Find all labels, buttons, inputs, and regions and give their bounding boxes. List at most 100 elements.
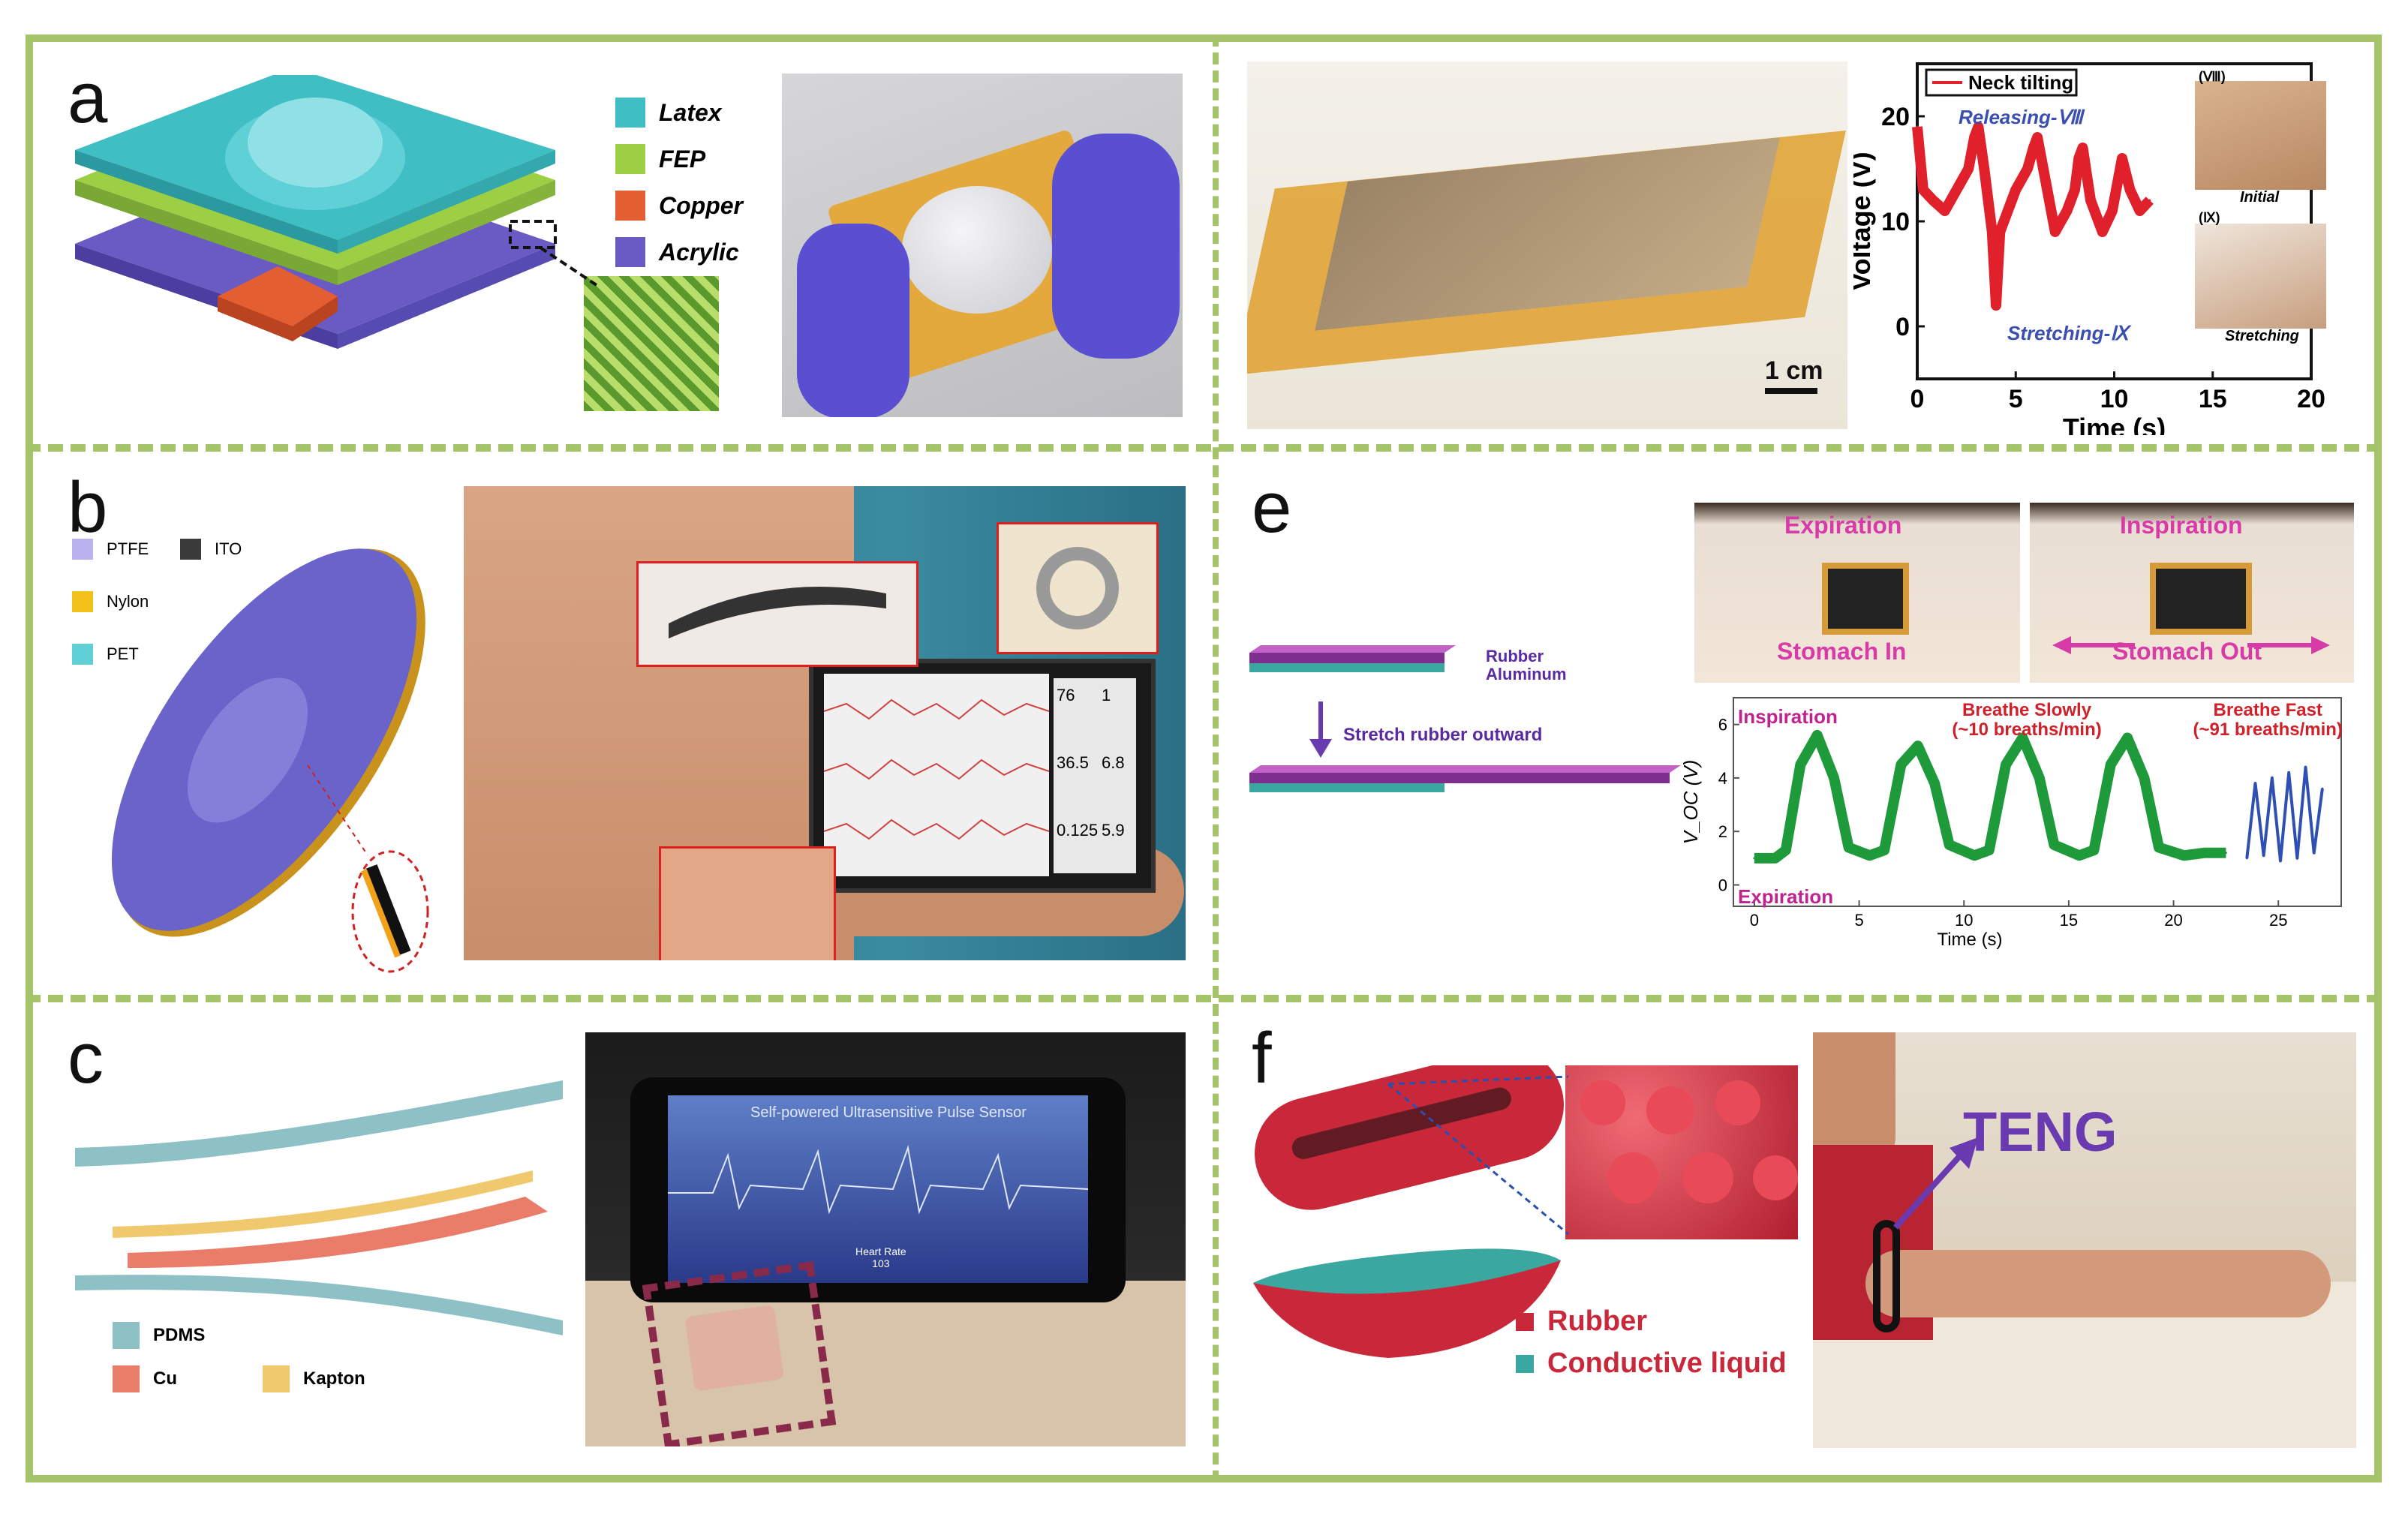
panel-f-label: f [1252, 1018, 1272, 1098]
panel-e-photo-expiration: Expiration Stomach In [1694, 503, 2020, 683]
data-point [2109, 763, 2112, 766]
data-point [2321, 787, 2324, 790]
data-point [1956, 188, 1958, 191]
x-tick-label: 15 [2199, 385, 2227, 413]
data-point [2262, 854, 2265, 857]
legend-label: Conductive liquid [1547, 1347, 1787, 1379]
legend-swatch [72, 591, 93, 612]
sensor-patch [1822, 563, 1909, 635]
glove-right [1052, 134, 1180, 359]
legend-swatch [263, 1365, 290, 1392]
legend-latex: Latex [615, 98, 722, 128]
y-tick-label: 4 [1718, 769, 1727, 788]
panel-d-inset-initial [2195, 81, 2326, 190]
data-point [2183, 854, 2186, 857]
annotation: Stretching-Ⅸ [2007, 322, 2132, 344]
rubber-dots [1580, 1080, 1798, 1203]
y-tick-label: 0 [1718, 876, 1727, 894]
data-point [1944, 209, 1947, 212]
legend-swatch [180, 539, 201, 560]
waveform-graphic [823, 698, 1050, 840]
data-point [2101, 230, 2104, 233]
legend-fep: FEP [615, 144, 705, 174]
data-point [2066, 209, 2068, 212]
x-tick-label: 20 [2297, 385, 2325, 413]
legend-label: Acrylic [659, 238, 739, 266]
panel-a-fep-texture-inset [584, 276, 719, 411]
y-tick-label: 0 [1895, 313, 1910, 341]
data-point [2026, 167, 2029, 170]
legend-swatch [113, 1322, 140, 1349]
data-point [2082, 146, 2084, 149]
inset-tag-initial: (Ⅷ) [2199, 69, 2226, 84]
legend-label: FEP [659, 145, 706, 173]
annotation: Releasing-Ⅷ [1959, 106, 2085, 128]
data-point [1967, 167, 1970, 170]
monitor-value: 0.125 [1057, 821, 1099, 840]
phone-title: Self-powered Ultrasensitive Pulse Sensor [750, 1104, 1027, 1121]
sensor-highlight-box [642, 1261, 837, 1446]
teng-band [1873, 1220, 1900, 1332]
data-point [1988, 849, 1991, 852]
inset-neck-sensor [636, 561, 918, 667]
data-point [2313, 852, 2316, 855]
legend-label: Copper [659, 191, 743, 219]
data-point [1832, 777, 1835, 780]
panel-b-disk-diagram [111, 548, 429, 973]
x-tick-label: 5 [1854, 911, 1863, 930]
monitor-waveforms [823, 674, 1050, 876]
legend-label: ITO [215, 539, 242, 558]
data-point [1799, 763, 1802, 766]
phone-screen: Self-powered Ultrasensitive Pulse Sensor… [668, 1095, 1088, 1283]
y-tick-label: 2 [1718, 822, 1727, 841]
stomach-out-arrows [2052, 636, 2330, 654]
annotation: Breathe Slowly [1962, 700, 2092, 720]
neck-band-graphic [669, 587, 886, 638]
sensor-patch [2150, 563, 2252, 635]
data-point [1991, 230, 1994, 233]
data-point [2021, 736, 2024, 739]
x-tick-label: 20 [2164, 911, 2182, 930]
stretch-arrow-label: Stretch rubber outward [1343, 725, 1543, 745]
legend-swatch [615, 237, 645, 267]
data-point [1977, 125, 1980, 128]
panel-b-label: b [68, 467, 108, 548]
forearm [1865, 1250, 2331, 1317]
panel-f-zoom-lines [1387, 1075, 1569, 1236]
data-point [1995, 304, 1998, 307]
data-point [2004, 763, 2007, 766]
legend-swatch [72, 539, 93, 560]
legend-swatch [72, 644, 93, 665]
horizontal-divider-top [26, 444, 2382, 452]
series-line [1754, 729, 2226, 864]
x-axis-label: Time (s) [1937, 930, 2002, 950]
photo-label-bottom: Stomach Out [2112, 638, 2262, 665]
teng-arrow [1893, 1137, 1978, 1230]
data-point [1922, 188, 1925, 191]
y-tick-label: 6 [1718, 716, 1727, 734]
panel-a-label: a [68, 58, 108, 138]
panel-e-label: e [1252, 467, 1292, 548]
data-point [2111, 209, 2114, 212]
wrist-band [1036, 547, 1119, 629]
data-point [2007, 209, 2010, 212]
data-point [1973, 136, 1976, 139]
panel-a-device-photo [782, 74, 1183, 417]
panel-a-zoom-arrow [509, 220, 598, 287]
phone-footer: Heart Rate 103 [855, 1245, 906, 1269]
annotation: Expiration [1738, 885, 1833, 908]
data-point [2295, 857, 2298, 860]
data-point [2148, 199, 2151, 202]
monitor-value: 36.5 [1057, 753, 1089, 772]
x-tick-label: 10 [1955, 911, 1973, 930]
y-tick-label: 20 [1881, 103, 1910, 131]
x-tick-label: 5 [2009, 385, 2023, 413]
data-point [2036, 136, 2039, 139]
legend-label: Nylon [107, 592, 149, 611]
glove-left [797, 224, 909, 417]
data-point [1883, 849, 1886, 852]
monitor-value-panel: 76 1 36.5 6.8 0.125 5.9 [1054, 678, 1136, 873]
data-point [1933, 782, 1936, 785]
legend-label: Neck tilting [1968, 71, 2073, 94]
